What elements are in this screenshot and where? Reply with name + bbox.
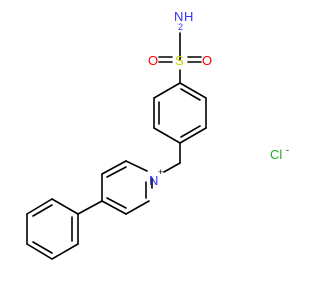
pyridinium-n-label: N [149, 173, 158, 188]
phenyl-ring [26, 198, 79, 260]
sulfonamide-h-label: H [184, 9, 193, 24]
bond-ch2-n [163, 162, 181, 173]
chloride-label: Cl [270, 147, 282, 162]
sulfonyl-s-label: S [175, 53, 184, 68]
sulfonyl-o-right-label: O [202, 53, 212, 68]
sulfonamide-n-label: N [174, 9, 183, 24]
structure-canvas: N H 2 S O O N + Cl - [26, 9, 289, 260]
benzene-ring [153, 82, 207, 144]
bond-pyridine-phenyl [77, 200, 103, 215]
molecule-drawing: N H 2 S O O N + Cl - [26, 9, 289, 260]
sulfonamide-h-subscript: 2 [178, 22, 183, 32]
pyridinium-ring [101, 160, 153, 215]
pyridinium-charge: + [158, 167, 163, 177]
chloride-charge: - [286, 145, 289, 155]
sulfonyl-o-left-label: O [148, 53, 158, 68]
